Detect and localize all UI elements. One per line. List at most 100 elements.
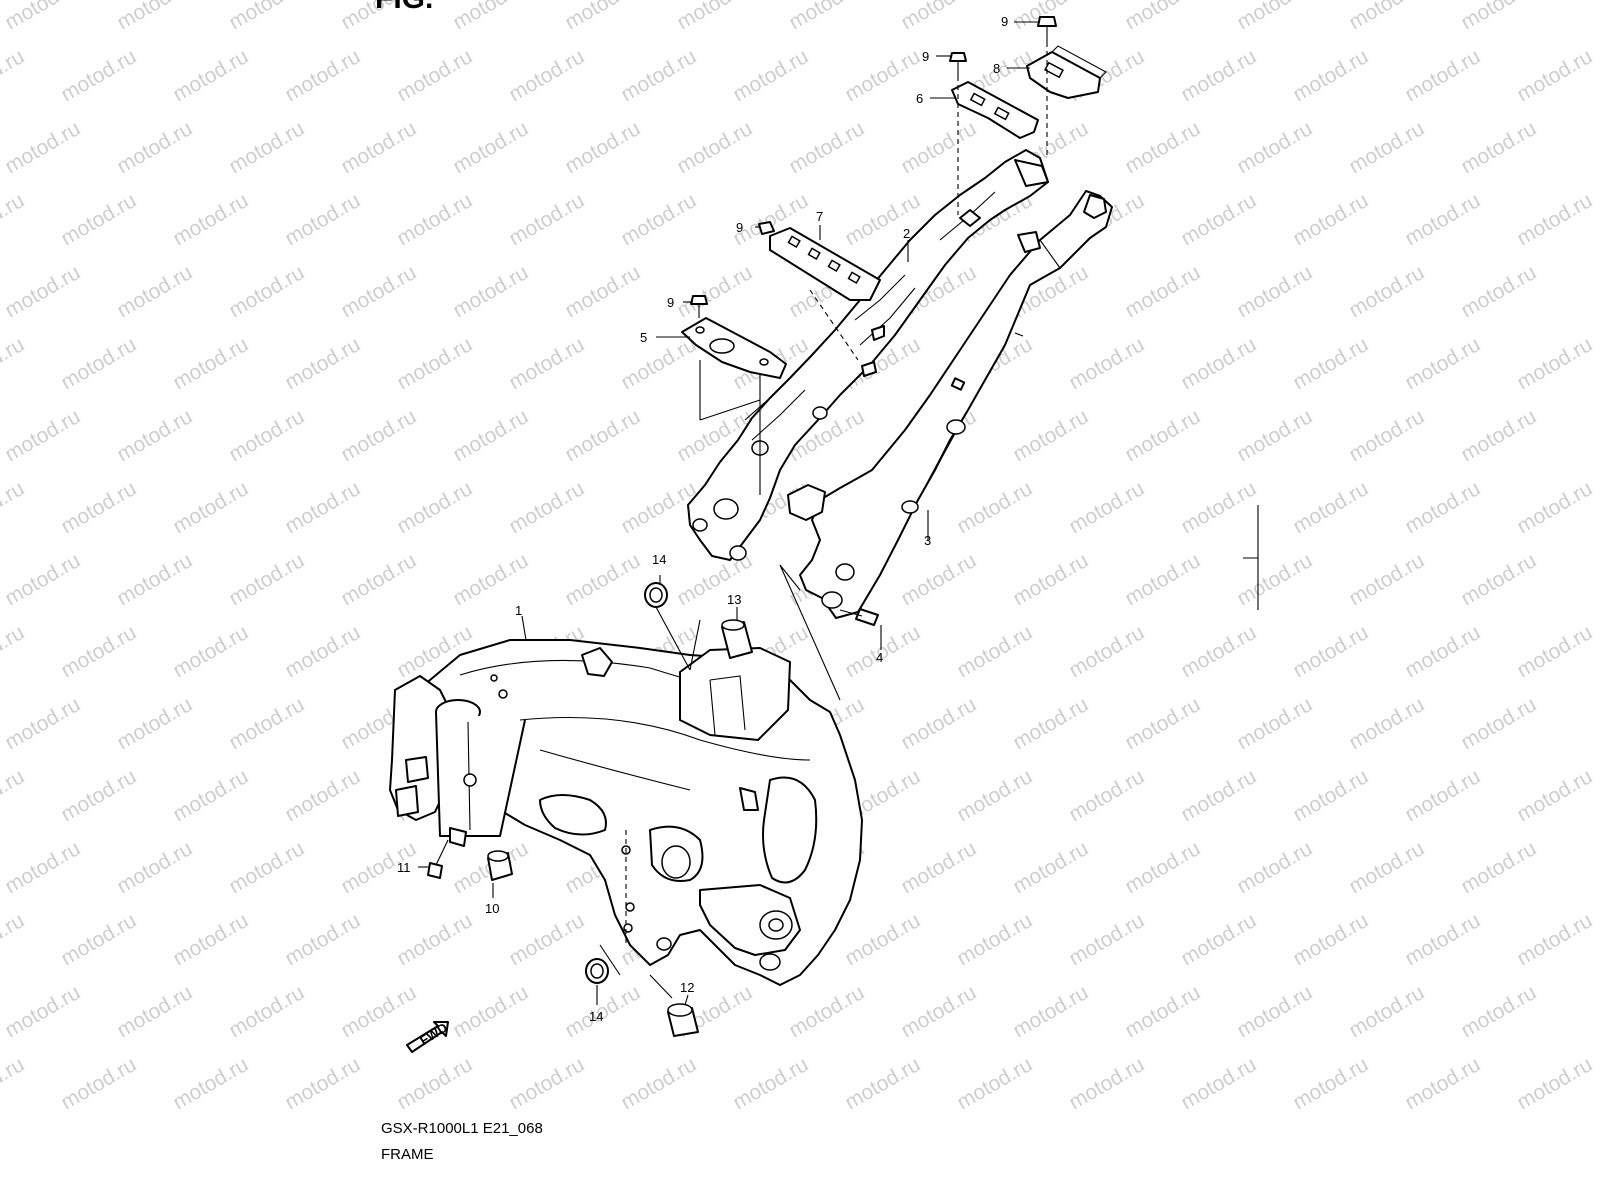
- watermark-text: motod.ru: [1457, 981, 1540, 1042]
- watermark-text: motod.ru: [1513, 765, 1596, 826]
- bracket-5: [681, 317, 787, 379]
- watermark-text: motod.ru: [225, 981, 308, 1042]
- watermark-text: motod.ru: [1121, 549, 1204, 610]
- watermark-text: motod.ru: [225, 117, 308, 178]
- watermark-text: motod.ru: [953, 765, 1036, 826]
- watermark-text: motod.ru: [617, 189, 700, 250]
- watermark-text: motod.ru: [1233, 837, 1316, 898]
- watermark-text: motod.ru: [113, 693, 196, 754]
- watermark-text: motod.ru: [1513, 1053, 1596, 1114]
- watermark-text: motod.ru: [1009, 405, 1092, 466]
- watermark-text: motod.ru: [1177, 765, 1260, 826]
- leader-lines: [418, 21, 1259, 1006]
- watermark-text: motod.ru: [617, 1053, 700, 1114]
- watermark-text: motod.ru: [337, 405, 420, 466]
- watermark-text: motod.ru: [1401, 333, 1484, 394]
- watermark-text: motod.ru: [57, 909, 140, 970]
- watermark-text: motod.ru: [1233, 0, 1316, 34]
- watermark-text: motod.ru: [561, 549, 644, 610]
- bolt-9d: [690, 295, 708, 318]
- watermark-text: motod.ru: [1121, 0, 1204, 34]
- watermark-text: motod.ru: [281, 333, 364, 394]
- watermark-text: motod.ru: [1177, 333, 1260, 394]
- watermark-text: motod.ru: [841, 909, 924, 970]
- watermark-text: motod.ru: [0, 1053, 28, 1114]
- watermark-text: motod.ru: [1513, 477, 1596, 538]
- watermark-text: motod.ru: [113, 837, 196, 898]
- collar-10: [487, 850, 513, 881]
- watermark-text: motod.ru: [1513, 909, 1596, 970]
- watermark-text: motod.ru: [1345, 0, 1428, 34]
- watermark-text: motod.ru: [505, 1053, 588, 1114]
- watermark-text: motod.ru: [1401, 909, 1484, 970]
- watermark-text: motod.ru: [1289, 333, 1372, 394]
- watermark-text: motod.ru: [1, 261, 84, 322]
- watermark-text: motod.ru: [1401, 189, 1484, 250]
- watermark-text: motod.ru: [393, 189, 476, 250]
- watermark-text: motod.ru: [1457, 0, 1540, 34]
- watermark-text: motod.ru: [169, 477, 252, 538]
- watermark-text: motod.ru: [897, 0, 980, 34]
- watermark-text: motod.ru: [1177, 909, 1260, 970]
- watermark-text: motod.ru: [785, 981, 868, 1042]
- watermark-text: motod.ru: [561, 0, 644, 34]
- fwd-arrow-icon: FWD: [406, 1020, 450, 1053]
- bracket-6: [951, 81, 1039, 139]
- watermark-text: motod.ru: [225, 693, 308, 754]
- watermark-text: motod.ru: [169, 189, 252, 250]
- callout-9c: 9: [736, 220, 743, 235]
- figure-title: FRAME: [381, 1146, 434, 1163]
- watermark-text: motod.ru: [1457, 837, 1540, 898]
- main-frame: [389, 639, 863, 986]
- callout-9a: 9: [1001, 14, 1008, 29]
- watermark-text: motod.ru: [953, 477, 1036, 538]
- collar-12: [667, 1003, 699, 1037]
- watermark-text: motod.ru: [57, 1053, 140, 1114]
- watermark-text: motod.ru: [449, 981, 532, 1042]
- watermark-text: motod.ru: [505, 333, 588, 394]
- watermark-text: motod.ru: [1121, 837, 1204, 898]
- watermark-text: motod.ru: [897, 981, 980, 1042]
- watermark-text: motod.ru: [337, 117, 420, 178]
- watermark-text: motod.ru: [281, 477, 364, 538]
- watermark-text: motod.ru: [1289, 45, 1372, 106]
- watermark-text: motod.ru: [337, 981, 420, 1042]
- bushing-14a: [644, 582, 668, 608]
- watermark-text: motod.ru: [673, 261, 756, 322]
- watermark-text: motod.ru: [281, 621, 364, 682]
- watermark-text: motod.ru: [897, 117, 980, 178]
- watermark-text: motod.ru: [1, 837, 84, 898]
- watermark-text: motod.ru: [169, 1053, 252, 1114]
- watermark-text: motod.ru: [1, 693, 84, 754]
- watermark-text: motod.ru: [1345, 405, 1428, 466]
- watermark-text: motod.ru: [225, 837, 308, 898]
- watermark-text: motod.ru: [57, 765, 140, 826]
- bracket-7: [769, 227, 881, 301]
- watermark-text: motod.ru: [1233, 405, 1316, 466]
- watermark-text: motod.ru: [169, 765, 252, 826]
- watermark-text: motod.ru: [1009, 837, 1092, 898]
- watermark-text: motod.ru: [1065, 765, 1148, 826]
- watermark-text: motod.ru: [1121, 405, 1204, 466]
- watermark-text: motod.ru: [1, 549, 84, 610]
- watermark-text: motod.ru: [225, 0, 308, 34]
- watermark-text: motod.ru: [113, 405, 196, 466]
- watermark-text: motod.ru: [169, 333, 252, 394]
- callout-3: 3: [924, 533, 931, 548]
- watermark-text: motod.ru: [1121, 981, 1204, 1042]
- watermark-text: motod.ru: [0, 477, 28, 538]
- watermark-text: motod.ru: [1177, 621, 1260, 682]
- watermark-text: motod.ru: [337, 549, 420, 610]
- watermark-text: motod.ru: [1009, 549, 1092, 610]
- watermark-text: motod.ru: [1, 0, 84, 34]
- watermark-text: motod.ru: [841, 1053, 924, 1114]
- watermark-text: motod.ru: [729, 45, 812, 106]
- watermark-text: motod.ru: [1233, 981, 1316, 1042]
- callout-11: 11: [397, 860, 411, 875]
- watermark-text: motod.ru: [505, 189, 588, 250]
- watermark-text: motod.ru: [393, 45, 476, 106]
- watermark-text: motod.ru: [785, 0, 868, 34]
- watermark-text: motod.ru: [57, 45, 140, 106]
- watermark-text: motod.ru: [1177, 189, 1260, 250]
